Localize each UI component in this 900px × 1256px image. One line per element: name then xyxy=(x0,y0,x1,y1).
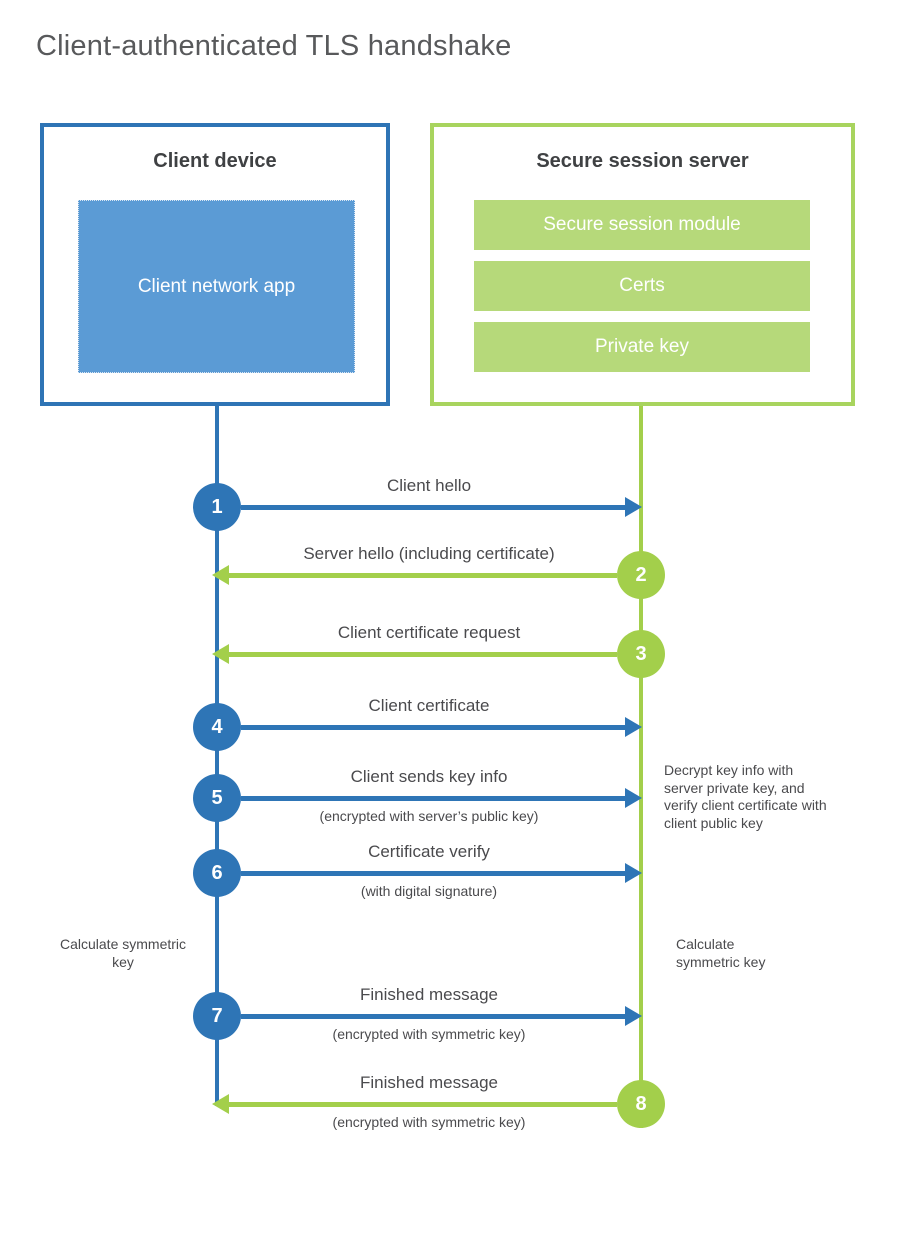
step-3-label: Client certificate request xyxy=(337,623,521,642)
step-4-arrow xyxy=(241,725,626,730)
step-4-label: Client certificate xyxy=(368,696,490,715)
step-6-label: Certificate verify xyxy=(368,842,490,861)
step-7-label: Finished message xyxy=(360,985,498,1004)
step-1-arrowhead-icon xyxy=(625,497,642,517)
step-1-circle: 1 xyxy=(193,483,241,531)
secure-session-server-title: Secure session server xyxy=(536,150,749,172)
step-1-arrow xyxy=(241,505,626,510)
step-2-label: Server hello (including certificate) xyxy=(303,544,555,563)
step-2-arrow xyxy=(229,573,617,578)
step-6-arrow xyxy=(241,871,626,876)
secure-session-server-box: Secure session server Secure session mod… xyxy=(430,123,855,406)
step-3-number: 3 xyxy=(635,642,647,665)
step-7-arrow xyxy=(241,1014,626,1019)
step-5-number: 5 xyxy=(211,786,223,809)
step-4-number: 4 xyxy=(211,715,223,738)
client-device-box: Client device Client network app xyxy=(40,123,390,406)
page-title: Client-authenticated TLS handshake xyxy=(36,30,512,62)
step-5-arrowhead-icon xyxy=(625,788,642,808)
client-device-title: Client device xyxy=(153,150,277,172)
server-lifeline xyxy=(639,406,643,1128)
step-3-circle: 3 xyxy=(617,630,665,678)
step-5-circle: 5 xyxy=(193,774,241,822)
step-7-number: 7 xyxy=(211,1004,223,1027)
client-network-app-box: Client network app xyxy=(78,200,355,373)
server-module-bar-secure-session-module: Secure session module xyxy=(474,200,810,250)
decrypt-key-info-note: Decrypt key info with server private key… xyxy=(664,762,827,831)
calculate-symmetric-key-note-client: Calculate symmetric key xyxy=(59,936,187,970)
step-6-circle: 6 xyxy=(193,849,241,897)
client-lifeline xyxy=(215,406,219,1106)
step-8-label: Finished message xyxy=(360,1073,498,1092)
step-1-number: 1 xyxy=(211,495,223,518)
step-2-arrowhead-icon xyxy=(212,565,229,585)
client-network-app-label: Client network app xyxy=(137,276,296,297)
step-4-arrowhead-icon xyxy=(625,717,642,737)
step-5-sublabel: (encrypted with server’s public key) xyxy=(319,808,539,824)
step-5-arrow xyxy=(241,796,626,801)
calculate-symmetric-key-note-server: Calculate symmetric key xyxy=(676,936,766,970)
step-2-circle: 2 xyxy=(617,551,665,599)
server-module-bar-private-key: Private key xyxy=(474,322,810,372)
step-7-arrowhead-icon xyxy=(625,1006,642,1026)
step-7-sublabel: (encrypted with symmetric key) xyxy=(332,1026,526,1042)
step-1-label: Client hello xyxy=(386,476,472,495)
step-8-arrowhead-icon xyxy=(212,1094,229,1114)
step-8-arrow xyxy=(229,1102,617,1107)
step-8-circle: 8 xyxy=(617,1080,665,1128)
step-6-arrowhead-icon xyxy=(625,863,642,883)
server-module-bar-certs: Certs xyxy=(474,261,810,311)
step-3-arrowhead-icon xyxy=(212,644,229,664)
step-6-number: 6 xyxy=(211,861,223,884)
step-5-label: Client sends key info xyxy=(350,767,508,786)
step-6-sublabel: (with digital signature) xyxy=(360,883,498,899)
step-2-number: 2 xyxy=(635,563,647,586)
step-8-number: 8 xyxy=(635,1092,647,1115)
step-3-arrow xyxy=(229,652,617,657)
step-7-circle: 7 xyxy=(193,992,241,1040)
step-8-sublabel: (encrypted with symmetric key) xyxy=(332,1114,526,1130)
step-4-circle: 4 xyxy=(193,703,241,751)
